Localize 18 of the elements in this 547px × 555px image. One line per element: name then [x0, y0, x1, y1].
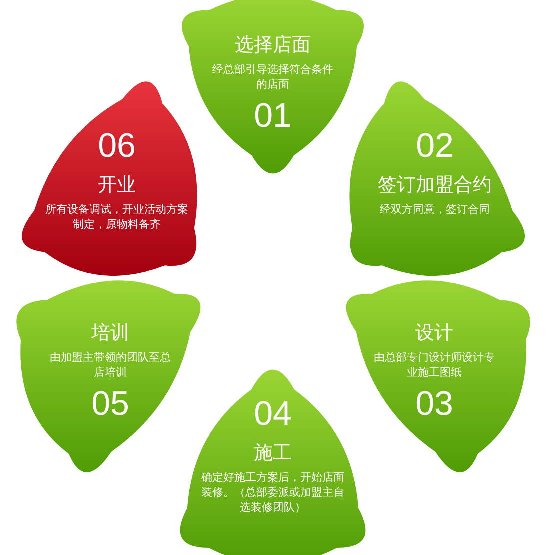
step-description: 由加盟主带领的团队至总店培训 [49, 350, 172, 380]
step-number: 02 [416, 126, 454, 166]
step-number: 05 [92, 384, 130, 424]
step-description: 确定好施工方案后，开始店面装修。（总部委派或加盟主自选装修团队） [200, 470, 346, 515]
step-title: 签订加盟合约 [378, 173, 492, 198]
step-title: 施工 [254, 441, 292, 466]
step-title: 设计 [416, 321, 454, 346]
step-description: 经总部引导选择符合条件的店面 [212, 62, 334, 92]
step-number: 01 [254, 96, 292, 136]
step-description: 由总部专门设计师设计专业施工图纸 [373, 350, 496, 380]
step-title: 培训 [92, 321, 130, 346]
step-title: 开业 [98, 173, 136, 198]
step-description: 所有设备调试，开业活动方案制定，原物料备齐 [44, 202, 190, 232]
step-number: 06 [98, 126, 136, 166]
step-description: 经双方同意，签订合同 [380, 202, 490, 217]
step-number: 04 [254, 394, 292, 434]
step-number: 03 [416, 384, 454, 424]
step-title: 选择店面 [235, 33, 311, 58]
